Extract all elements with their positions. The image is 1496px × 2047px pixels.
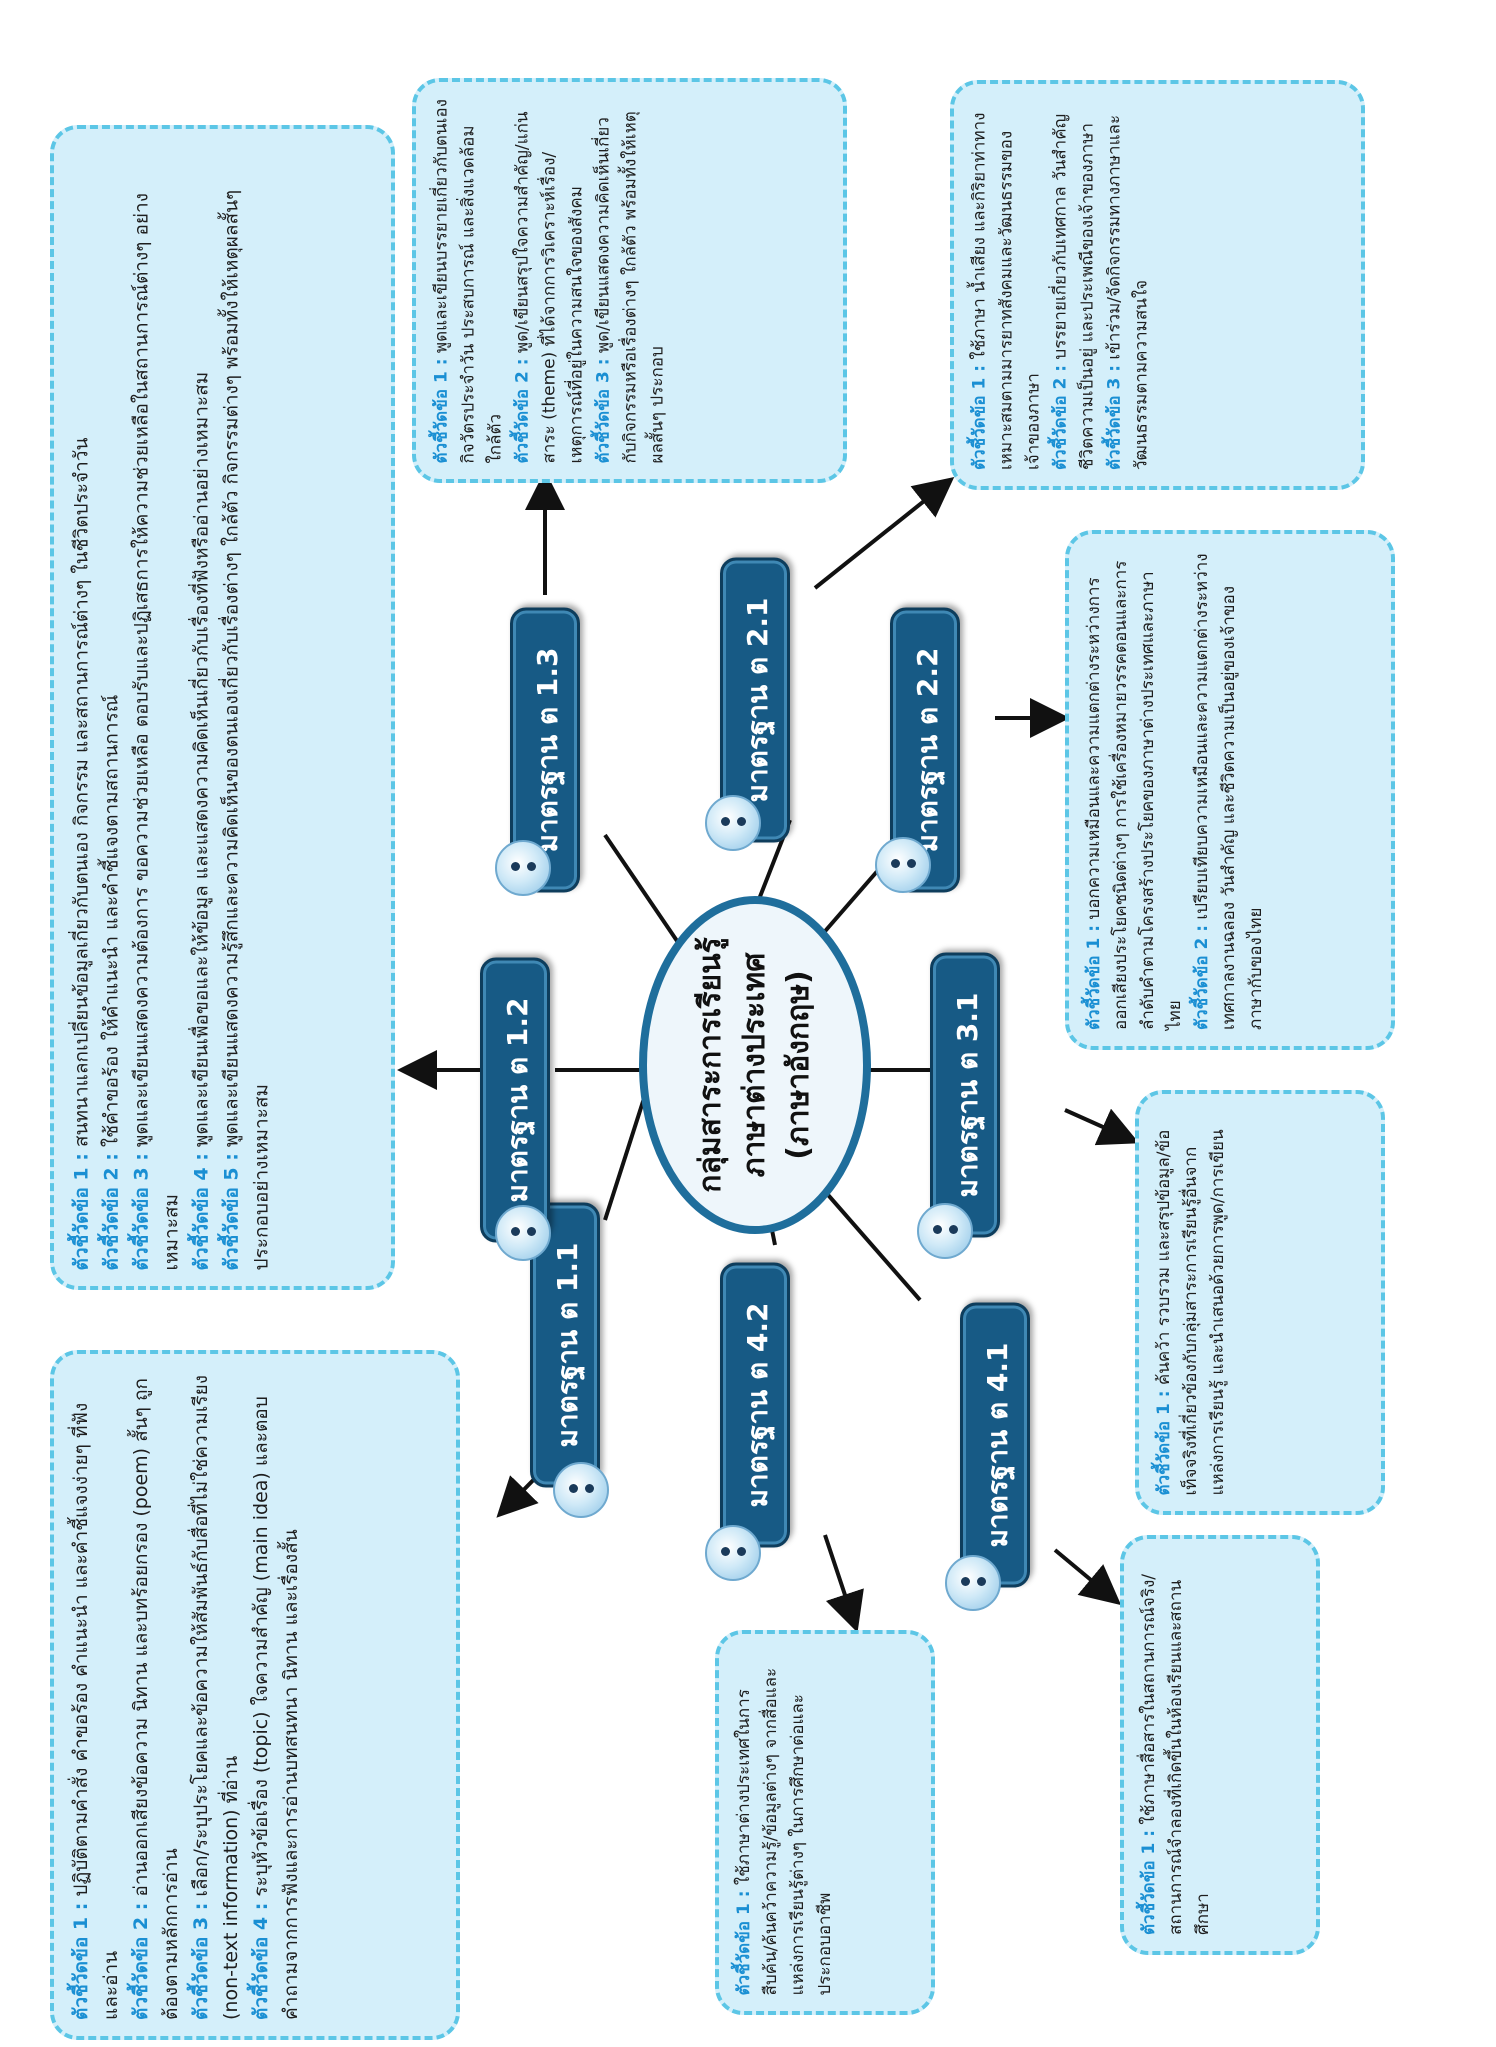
indicator-item: ตัวชี้วัดข้อ 1 : ใช้ภาษาต่างประเทศในการส… [731, 1650, 839, 1995]
standard-2-2: มาตรฐาน ต 2.2 [865, 575, 985, 925]
indicator-list-1-3: ตัวชี้วัดข้อ 1 : พูดและเขียนบรรยายเกี่ยว… [422, 88, 837, 473]
indicator-text: พูดและเขียนแสดงความต้องการ ขอความช่วยเหล… [130, 192, 182, 1270]
indicator-label: ตัวชี้วัดข้อ 3 : [1104, 364, 1124, 470]
indicator-label: ตัวชี้วัดข้อ 1 : [1139, 1829, 1159, 1935]
standard-4-1: มาตรฐาน ต 4.1 [935, 1270, 1055, 1620]
indicator-label: ตัวชี้วัดข้อ 2 : [130, 1902, 152, 2020]
doll-face-icon [945, 1555, 1001, 1611]
indicator-box-1-2: ตัวชี้วัดข้อ 1 : สนทนาแลกเปลี่ยนข้อมูลเก… [50, 125, 395, 1290]
indicator-item: ตัวชี้วัดข้อ 3 : พูดและเขียนแสดงความต้อง… [126, 145, 186, 1270]
indicator-item: ตัวชี้วัดข้อ 2 : อ่านออกเสียงข้อความ นิท… [126, 1370, 186, 2020]
indicator-item: ตัวชี้วัดข้อ 1 : ใช้ภาษา น้ำเสียง และกิร… [966, 100, 1047, 470]
standard-1-3: มาตรฐาน ต 1.3 [485, 575, 605, 925]
indicator-list-2-1: ตัวชี้วัดข้อ 1 : ใช้ภาษา น้ำเสียง และกิร… [960, 90, 1355, 480]
doll-face-icon [875, 837, 931, 893]
indicator-item: ตัวชี้วัดข้อ 1 : ค้นคว้า รวบรวม และสรุปข… [1151, 1110, 1232, 1495]
standard-1-2: มาตรฐาน ต 1.2 [455, 925, 575, 1275]
center-hub-shape [639, 896, 871, 1234]
indicator-item: ตัวชี้วัดข้อ 1 : บอกความเหมือนและความแตก… [1081, 550, 1189, 1030]
standard-4-2-label: มาตรฐาน ต 4.2 [720, 1262, 790, 1548]
indicator-list-1-1: ตัวชี้วัดข้อ 1 : ปฏิบัติตามคำสั่ง คำขอร้… [60, 1360, 450, 2030]
indicator-label: ตัวชี้วัดข้อ 2 : [512, 357, 532, 463]
indicator-box-4-1: ตัวชี้วัดข้อ 1 : ใช้ภาษาสื่อสารในสถานการ… [1120, 1535, 1320, 1955]
indicator-item: ตัวชี้วัดข้อ 2 : เปรียบเทียบความเหมือนแล… [1189, 550, 1270, 1030]
indicator-item: ตัวชี้วัดข้อ 4 : ระบุหัวข้อเรื่อง (topic… [246, 1370, 306, 2020]
doll-face-icon [705, 1525, 761, 1581]
connector-4-1 [813, 1178, 922, 1302]
center-title-line3: (ภาษาอังกฤษ) [781, 970, 816, 1160]
standard-3-1-label: มาตรฐาน ต 3.1 [930, 952, 1000, 1238]
indicator-label: ตัวชี้วัดข้อ 4 : [250, 1902, 272, 2020]
indicator-item: ตัวชี้วัดข้อ 5 : พูดและเขียนแสดงความรู้ส… [216, 145, 276, 1270]
indicator-list-3-1: ตัวชี้วัดข้อ 1 : ค้นคว้า รวบรวม และสรุปข… [1145, 1100, 1375, 1505]
indicator-label: ตัวชี้วัดข้อ 3 : [593, 357, 613, 463]
indicator-item: ตัวชี้วัดข้อ 1 : ปฏิบัติตามคำสั่ง คำขอร้… [66, 1370, 126, 2020]
indicator-text: ใช้คำขอร้อง ให้คำแนะนำ และคำชี้แจงตามสถา… [100, 694, 122, 1147]
center-hub-title: กลุ่มสาระการเรียนรู้ ภาษาต่างประเทศ (ภาษ… [689, 930, 821, 1200]
indicator-box-2-2: ตัวชี้วัดข้อ 1 : บอกความเหมือนและความแตก… [1065, 530, 1395, 1050]
indicator-label: ตัวชี้วัดข้อ 1 : [431, 357, 451, 463]
indicator-box-1-3: ตัวชี้วัดข้อ 1 : พูดและเขียนบรรยายเกี่ยว… [412, 78, 847, 483]
indicator-label: ตัวชี้วัดข้อ 3 : [190, 1902, 212, 2020]
indicator-item: ตัวชี้วัดข้อ 3 : พูด/เขียนแสดงความคิดเห็… [590, 98, 671, 463]
indicator-label: ตัวชี้วัดข้อ 1 : [70, 1902, 92, 2020]
indicator-item: ตัวชี้วัดข้อ 1 : พูดและเขียนบรรยายเกี่ยว… [428, 98, 509, 463]
indicator-list-4-2: ตัวชี้วัดข้อ 1 : ใช้ภาษาต่างประเทศในการส… [725, 1640, 925, 2005]
indicator-item: ตัวชี้วัดข้อ 3 : เข้าร่วม/จัดกิจกรรมทางภ… [1101, 100, 1155, 470]
indicator-list-4-1: ตัวชี้วัดข้อ 1 : ใช้ภาษาสื่อสารในสถานการ… [1130, 1545, 1310, 1945]
doll-face-icon [495, 1205, 551, 1261]
indicator-item: ตัวชี้วัดข้อ 2 : บรรยายเกี่ยวกับเทศกาล ว… [1047, 100, 1101, 470]
indicator-box-2-1: ตัวชี้วัดข้อ 1 : ใช้ภาษา น้ำเสียง และกิร… [950, 80, 1365, 490]
indicator-box-4-2: ตัวชี้วัดข้อ 1 : ใช้ภาษาต่างประเทศในการส… [715, 1630, 935, 2015]
indicator-label: ตัวชี้วัดข้อ 2 : [100, 1152, 122, 1270]
doll-face-icon [495, 840, 551, 896]
indicator-item: ตัวชี้วัดข้อ 2 : พูด/เขียนสรุปใจความสำคั… [509, 98, 590, 463]
indicator-label: ตัวชี้วัดข้อ 2 : [1192, 924, 1212, 1030]
indicator-label: ตัวชี้วัดข้อ 1 : [1084, 924, 1104, 1030]
doll-face-icon [705, 795, 761, 851]
indicator-label: ตัวชี้วัดข้อ 2 : [1050, 364, 1070, 470]
indicator-label: ตัวชี้วัดข้อ 1 : [734, 1889, 754, 1995]
standard-4-2: มาตรฐาน ต 4.2 [695, 1230, 815, 1581]
standard-1-1: มาตรฐาน ต 1.1 [505, 1170, 625, 1520]
arrow-2-1 [813, 477, 955, 590]
standard-2-1: มาตรฐาน ต 2.1 [695, 525, 815, 875]
indicator-item: ตัวชี้วัดข้อ 1 : ใช้ภาษาสื่อสารในสถานการ… [1136, 1555, 1217, 1935]
indicator-list-1-2: ตัวชี้วัดข้อ 1 : สนทนาแลกเปลี่ยนข้อมูลเก… [60, 135, 385, 1280]
indicator-text: พูดและเขียนแสดงความรู้สึกและความคิดเห็นข… [220, 189, 272, 1270]
indicator-label: ตัวชี้วัดข้อ 4 : [190, 1152, 212, 1270]
standard-1-2-label: มาตรฐาน ต 1.2 [480, 957, 550, 1243]
indicator-label: ตัวชี้วัดข้อ 1 : [969, 364, 989, 470]
indicator-label: ตัวชี้วัดข้อ 1 : [70, 1152, 92, 1270]
standard-4-1-label: มาตรฐาน ต 4.1 [960, 1302, 1030, 1588]
indicator-item: ตัวชี้วัดข้อ 3 : เลือก/ระบุประโยคและข้อค… [186, 1370, 246, 2020]
indicator-text: พูดและเขียนเพื่อขอและให้ข้อมูล และแสดงคว… [190, 371, 212, 1147]
indicator-box-1-1: ตัวชี้วัดข้อ 1 : ปฏิบัติตามคำสั่ง คำขอร้… [50, 1350, 460, 2040]
indicator-label: ตัวชี้วัดข้อ 5 : [220, 1152, 242, 1270]
indicator-box-3-1: ตัวชี้วัดข้อ 1 : ค้นคว้า รวบรวม และสรุปข… [1135, 1090, 1385, 1515]
indicator-item: ตัวชี้วัดข้อ 2 : ใช้คำขอร้อง ให้คำแนะนำ … [96, 145, 126, 1270]
arrow-3-1 [1064, 1108, 1140, 1146]
standard-3-1: มาตรฐาน ต 3.1 [905, 920, 1025, 1270]
connector-1-3 [603, 833, 692, 962]
arrow-4-2 [823, 1534, 864, 1633]
arrow-4-1 [1053, 1548, 1122, 1606]
indicator-item: ตัวชี้วัดข้อ 4 : พูดและเขียนเพื่อขอและให… [186, 145, 216, 1270]
center-title-line2: ภาษาต่างประเทศ [737, 952, 772, 1178]
center-hub: กลุ่มสาระการเรียนรู้ ภาษาต่างประเทศ (ภาษ… [643, 900, 867, 1230]
indicator-list-2-2: ตัวชี้วัดข้อ 1 : บอกความเหมือนและความแตก… [1075, 540, 1385, 1040]
doll-face-icon [917, 1203, 973, 1259]
indicator-label: ตัวชี้วัดข้อ 3 : [130, 1152, 152, 1270]
indicator-item: ตัวชี้วัดข้อ 1 : สนทนาแลกเปลี่ยนข้อมูลเก… [66, 145, 96, 1270]
indicator-label: ตัวชี้วัดข้อ 1 : [1154, 1389, 1174, 1495]
center-title-line1: กลุ่มสาระการเรียนรู้ [693, 937, 728, 1193]
indicator-text: สนทนาแลกเปลี่ยนข้อมูลเกี่ยวกับตนเอง กิจก… [70, 437, 92, 1147]
doll-face-icon [553, 1462, 609, 1518]
